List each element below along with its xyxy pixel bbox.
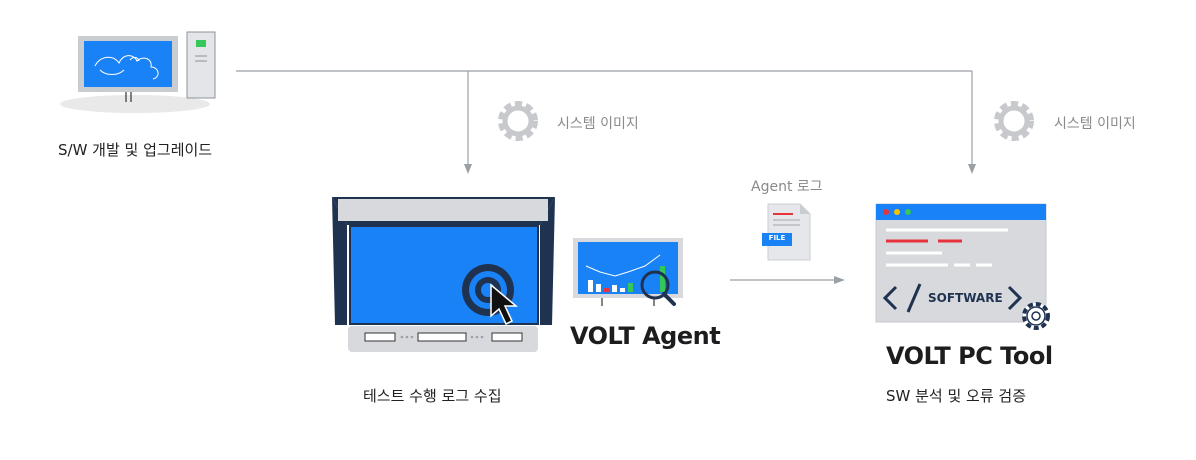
- dev-pc-shadow: [60, 95, 210, 113]
- test-device-port-2: [417, 332, 467, 342]
- gear-icon: [1022, 302, 1050, 330]
- code-brackets-icon: [882, 283, 1023, 313]
- dev-pc-caption: S/W 개발 및 업그레이드: [58, 141, 213, 159]
- agent-log-label: Agent 로그: [751, 179, 823, 195]
- test-device-caption: 테스트 수행 로그 수집: [363, 387, 502, 405]
- test-device-right-bezel: [540, 197, 555, 325]
- file-tag-badge: [762, 233, 792, 246]
- arrowhead-down-1: [464, 164, 472, 174]
- test-device-dots: [400, 335, 484, 339]
- arrowhead-right: [834, 276, 845, 284]
- gear-icon: [498, 101, 538, 141]
- gear-icon: [994, 101, 1034, 141]
- pc-tool-titlebar: [876, 204, 1046, 220]
- test-device-port-3: [491, 332, 523, 342]
- dev-screen-sketch: [94, 55, 159, 80]
- pc-tool-caption: SW 분석 및 오류 검증: [886, 387, 1027, 405]
- window-minimize-dot: [894, 209, 900, 215]
- magnifier-icon: [640, 270, 676, 306]
- dev-pc-power-light: [196, 40, 206, 47]
- dev-monitor-screen: [84, 41, 172, 87]
- pc-tool-screen-text: SOFTWARE: [928, 291, 1003, 305]
- agent-line-chart: [585, 254, 661, 277]
- arrowhead-down-2: [968, 164, 976, 174]
- test-device-left-bezel: [332, 197, 347, 325]
- test-device-top-panel: [338, 199, 548, 221]
- window-close-dot: [883, 209, 889, 215]
- file-tag-text: FILE: [768, 234, 786, 242]
- agent-bar-chart: [588, 266, 665, 292]
- system-image-label-2: 시스템 이미지: [1054, 116, 1136, 132]
- pc-tool-title: VOLT PC Tool: [886, 342, 1053, 370]
- window-maximize-dot: [905, 209, 911, 215]
- test-device-port-1: [364, 332, 396, 342]
- cursor-icon: [490, 283, 519, 326]
- system-image-label-1: 시스템 이미지: [557, 116, 639, 132]
- agent-title: VOLT Agent: [570, 322, 721, 350]
